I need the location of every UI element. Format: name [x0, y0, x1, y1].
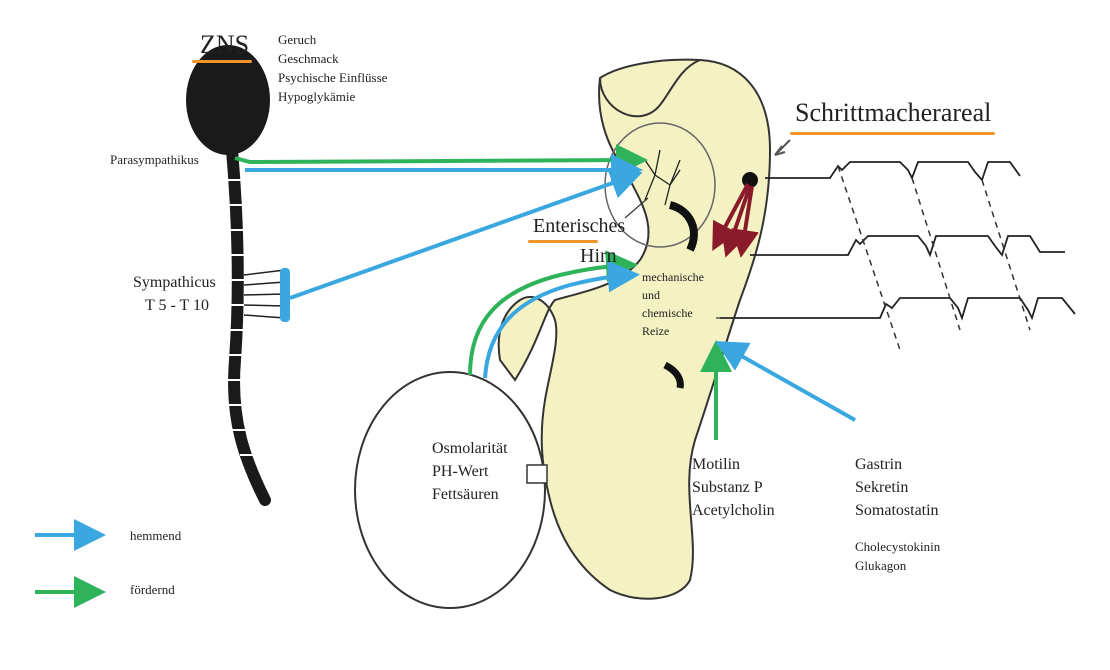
inhibiting-substance-3: Somatostatin	[855, 500, 939, 522]
sympathetic-chain	[244, 270, 285, 318]
inhibiting-substances-arrow	[722, 345, 855, 420]
legend-inhibiting-label: hemmend	[130, 526, 181, 545]
cns-underline	[192, 60, 252, 63]
pacemaker-dot	[742, 172, 758, 188]
pylorus	[527, 465, 547, 483]
cns-influence-3: Psychische Einflüsse	[278, 68, 387, 87]
parasympathetic-promoting-arrow	[235, 158, 640, 162]
enteric-brain-label-2: Hirn	[580, 243, 617, 269]
sympathetic-label: Sympathicus	[133, 272, 216, 294]
stimuli-line-4: Reize	[642, 322, 669, 340]
other-substance-2: Glukagon	[855, 556, 906, 575]
duodenum-factor-3: Fettsäuren	[432, 484, 499, 506]
duodenum-factor-1: Osmolarität	[432, 438, 508, 460]
legend-promoting-label: fördernd	[130, 580, 175, 599]
stimuli-line-1: mechanische	[642, 268, 704, 286]
cns-label: ZNS	[200, 30, 249, 60]
enteric-brain-label-1: Enterisches	[533, 213, 625, 239]
duodenum-factor-2: PH-Wert	[432, 461, 488, 483]
inhibiting-substance-2: Sekretin	[855, 477, 908, 499]
inhibiting-substance-1: Gastrin	[855, 454, 902, 476]
sympathetic-segments-label: T 5 - T 10	[145, 295, 209, 317]
pacemaker-label: Schrittmacherareal	[795, 98, 991, 128]
slow-wave-traces	[720, 162, 1075, 318]
cns-influence-2: Geschmack	[278, 49, 339, 68]
parasympathetic-label: Parasympathikus	[110, 150, 199, 169]
stimulating-substance-3: Acetylcholin	[692, 500, 775, 522]
stimuli-line-3: chemische	[642, 304, 693, 322]
spinal-cord	[232, 150, 265, 500]
stimulating-substance-2: Substanz P	[692, 477, 763, 499]
slow-wave-trace-3	[720, 298, 1075, 318]
slow-wave-trace-1	[765, 162, 1020, 180]
slow-wave-trace-2	[750, 236, 1065, 255]
propagation-lines	[838, 166, 1030, 350]
other-substance-1: Cholecystokinin	[855, 537, 940, 556]
stimulating-substance-1: Motilin	[692, 454, 740, 476]
pacemaker-underline	[790, 132, 995, 135]
cns-influence-4: Hypoglykämie	[278, 87, 355, 106]
sympathetic-ganglion	[280, 268, 290, 322]
cns-influence-1: Geruch	[278, 30, 316, 49]
stimuli-line-2: und	[642, 286, 660, 304]
